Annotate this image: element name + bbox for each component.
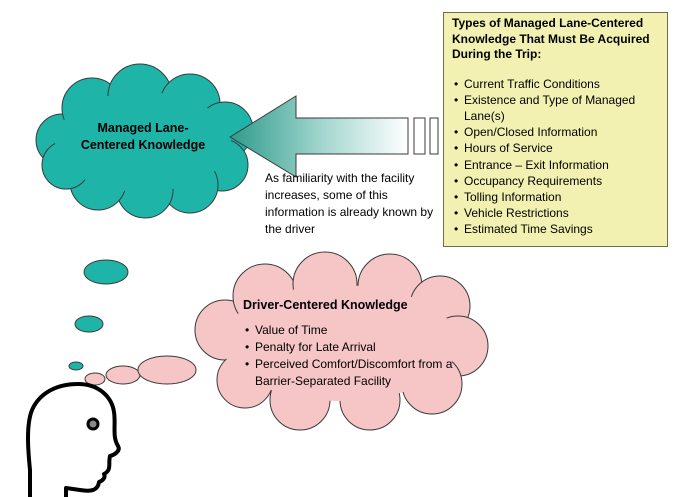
managed-lane-cloud-label: Managed Lane-Centered Knowledge — [80, 121, 206, 152]
list-item: Tolling Information — [452, 189, 659, 205]
eye-icon — [86, 417, 100, 431]
head-silhouette-icon — [26, 382, 121, 497]
list-item: Occupancy Requirements — [452, 173, 659, 189]
list-item: Entrance – Exit Information — [452, 157, 659, 173]
familiarity-note: As familiarity with the facility increas… — [265, 171, 434, 236]
managed-lane-cloud-body — [55, 92, 231, 192]
list-item: Perceived Comfort/Discomfort from a Barr… — [243, 356, 473, 390]
list-item: Existence and Type of Managed Lane(s) — [452, 92, 659, 124]
pink-bubble-2 — [105, 365, 141, 385]
driver-cloud-list: Value of Time Penalty for Late Arrival P… — [243, 322, 473, 390]
info-box: Types of Managed Lane-Centered Knowledge… — [443, 12, 668, 247]
list-item: Penalty for Late Arrival — [243, 339, 473, 356]
list-item: Value of Time — [243, 322, 473, 339]
teal-bubble-2 — [74, 315, 104, 333]
left-arrow — [229, 95, 439, 178]
pink-bubble-3 — [137, 355, 197, 385]
info-box-title: Types of Managed Lane-Centered Knowledge… — [452, 16, 650, 61]
driver-cloud-content: Driver-Centered Knowledge Value of Time … — [243, 297, 473, 390]
list-item: Current Traffic Conditions — [452, 76, 659, 92]
list-item: Vehicle Restrictions — [452, 205, 659, 221]
list-item: Hours of Service — [452, 140, 659, 156]
teal-bubble-1 — [68, 361, 84, 371]
driver-cloud-title: Driver-Centered Knowledge — [243, 298, 408, 312]
pink-bubble-1 — [84, 372, 106, 386]
list-item: Open/Closed Information — [452, 124, 659, 140]
info-box-list: Current Traffic Conditions Existence and… — [452, 76, 659, 238]
teal-bubble-3 — [83, 259, 129, 285]
list-item: Estimated Time Savings — [452, 221, 659, 237]
